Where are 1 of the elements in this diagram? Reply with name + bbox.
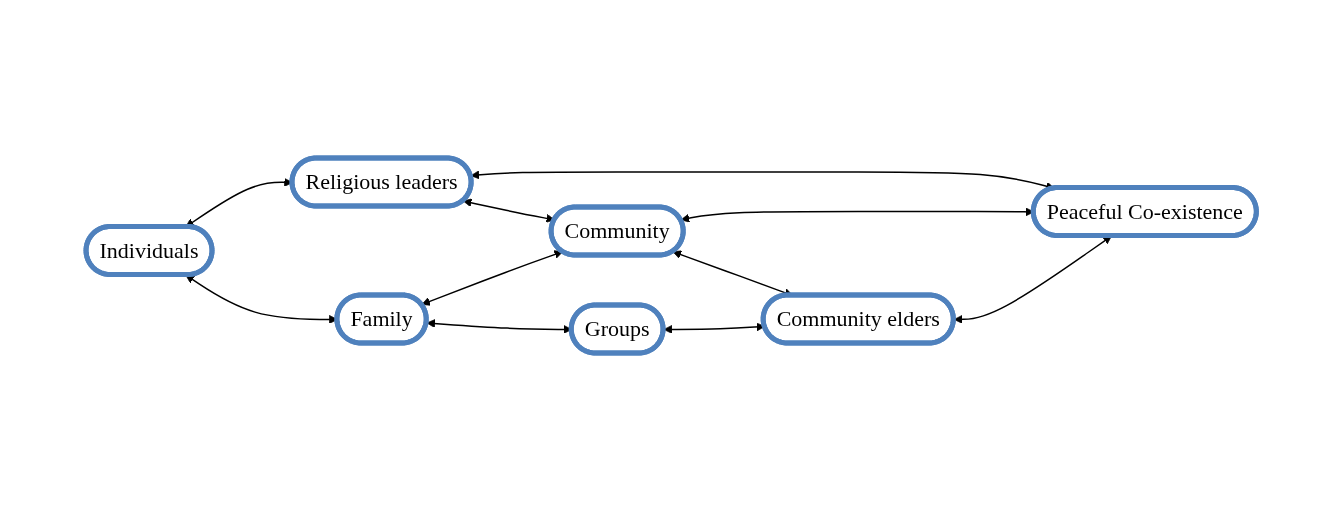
arrow	[421, 250, 564, 306]
